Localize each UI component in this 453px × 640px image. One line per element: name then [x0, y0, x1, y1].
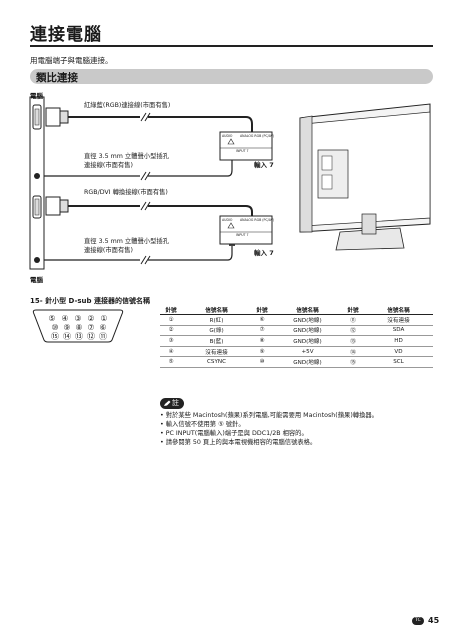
pin-label: ⑮	[51, 332, 59, 341]
tv-terminal-2	[219, 215, 273, 245]
table-cell: ⑩	[251, 356, 273, 368]
table-cell: ⑬	[342, 335, 364, 347]
table-cell: 沒有連接	[182, 346, 251, 358]
audio-cable-1-label-line1: 直徑 3.5 mm 立體聲小型插孔	[84, 153, 169, 160]
note-badge: 註	[160, 398, 184, 409]
column-header: 信號名稱	[273, 305, 342, 315]
title-rule	[30, 45, 433, 47]
table-row: ④ 沒有連接 ⑨ +5V ⑭ VD	[160, 346, 433, 358]
port-analog-1: ANALOG RGB (PC/AV)	[240, 134, 275, 138]
audio-cable-2-label-line2: 連接線(市面有售)	[84, 247, 133, 254]
table-cell: ⑤	[160, 356, 182, 368]
table-cell: R(紅)	[182, 314, 251, 326]
pin-label: ⑬	[75, 332, 83, 341]
table-cell: ⑧	[251, 335, 273, 347]
table-cell: ③	[160, 335, 182, 347]
port-input-1: INPUT 7	[236, 149, 249, 153]
pin-heading: 15- 針小型 D-sub 連接器的信號名稱	[30, 297, 150, 305]
column-header: 針號	[342, 305, 364, 315]
column-header: 針號	[251, 305, 273, 315]
table-cell: 沒有連接	[364, 314, 433, 326]
pc-panel	[29, 96, 45, 270]
table-cell: VD	[364, 346, 433, 358]
pin-label: ③	[74, 314, 81, 323]
list-item: PC INPUT(電腦輸入)端子是與 DDC1/2B 相容的。	[160, 429, 378, 438]
port-audio-2: AUDIO	[222, 218, 233, 222]
table-row: ⑤ CSYNC ⑩ GND(地線) ⑮ SCL	[160, 356, 433, 368]
table-cell: ②	[160, 325, 182, 337]
tv-terminal-1	[219, 131, 273, 161]
table-cell: ⑭	[342, 346, 364, 358]
list-item: 對於某些 Macintosh(蘋果)系列電腦,可能需要用 Macintosh(蘋…	[160, 411, 378, 420]
column-header: 針號	[160, 305, 182, 315]
table-row: ② G(綠) ⑦ GND(地線) ⑫ SDA	[160, 325, 433, 337]
table-cell: SCL	[364, 356, 433, 368]
language-badge: TC	[412, 617, 424, 625]
section-title: 類比連接	[36, 72, 78, 84]
table-cell: GND(地線)	[273, 356, 342, 368]
table-cell: GND(地線)	[273, 325, 342, 337]
list-item: 輸入信號不使用第 ⑤ 號針。	[160, 420, 378, 429]
tv-illustration	[299, 103, 431, 251]
pc-audio-jack-1	[34, 173, 40, 179]
pin-label: ②	[87, 314, 94, 323]
pin-label: ⑤	[48, 314, 55, 323]
pin-label: ⑭	[63, 332, 71, 341]
table-cell: GND(地線)	[273, 335, 342, 347]
section-banner: 類比連接	[30, 69, 433, 84]
intro-text: 用電腦端子與電腦連接。	[30, 56, 113, 65]
input-7-label-1: 輸入 7	[254, 161, 274, 169]
port-audio-1: AUDIO	[222, 134, 233, 138]
table-cell: ⑮	[342, 356, 364, 368]
notes-list: 對於某些 Macintosh(蘋果)系列電腦,可能需要用 Macintosh(蘋…	[160, 411, 378, 447]
table-cell: HD	[364, 335, 433, 347]
column-header: 信號名稱	[182, 305, 251, 315]
pin-label: ⑩	[51, 323, 58, 332]
audio-cable-1-label-line2: 連接線(市面有售)	[84, 162, 133, 169]
port-input-2: INPUT 7	[236, 233, 249, 237]
note-label: 註	[172, 399, 179, 407]
table-cell: CSYNC	[182, 356, 251, 368]
page-number: 45	[428, 616, 440, 625]
pin-label: ⑪	[99, 332, 107, 341]
pin-label: ⑨	[63, 323, 70, 332]
connection-diagram	[29, 96, 431, 270]
pin-label: ①	[100, 314, 107, 323]
signal-table: 針號 信號名稱 針號 信號名稱 針號 信號名稱 ① R(紅) ⑥ GND(地線)…	[160, 305, 433, 368]
table-header-row: 針號 信號名稱 針號 信號名稱 針號 信號名稱	[160, 305, 433, 315]
table-cell: ①	[160, 314, 182, 326]
pin-label: ⑧	[75, 323, 82, 332]
page-title: 連接電腦	[30, 25, 102, 45]
table-cell: GND(地線)	[273, 314, 342, 326]
audio-cable-2-label-line1: 直徑 3.5 mm 立體聲小型插孔	[84, 238, 169, 245]
pencil-icon	[164, 400, 171, 406]
pc-label-top: 電腦	[30, 92, 43, 100]
pc-audio-jack-2	[34, 257, 40, 263]
table-row: ① R(紅) ⑥ GND(地線) ⑪ 沒有連接	[160, 314, 433, 326]
table-cell: ④	[160, 346, 182, 358]
table-cell: ⑪	[342, 314, 364, 326]
pin-label: ⑫	[87, 332, 95, 341]
table-cell: SDA	[364, 325, 433, 337]
pin-label: ④	[61, 314, 68, 323]
table-cell: G(綠)	[182, 325, 251, 337]
pin-label: ⑥	[99, 323, 106, 332]
table-cell: ⑦	[251, 325, 273, 337]
column-header: 信號名稱	[364, 305, 433, 315]
pc-label-bottom: 電腦	[30, 276, 43, 284]
table-cell: ⑫	[342, 325, 364, 337]
table-cell: ⑥	[251, 314, 273, 326]
table-cell: +5V	[273, 346, 342, 358]
port-analog-2: ANALOG RGB (PC/AV)	[240, 218, 275, 222]
dsub-connector-diagram: ⑤ ④ ③ ② ① ⑩ ⑨ ⑧ ⑦ ⑥ ⑮ ⑭ ⑬ ⑫ ⑪	[32, 309, 124, 343]
table-cell: B(藍)	[182, 335, 251, 347]
table-cell: ⑨	[251, 346, 273, 358]
list-item: 請參閱第 50 頁上的與本電視機相容的電腦信號表格。	[160, 438, 378, 447]
input-7-label-2: 輸入 7	[254, 249, 274, 257]
table-row: ③ B(藍) ⑧ GND(地線) ⑬ HD	[160, 335, 433, 347]
rgb-dvi-cable-label: RGB/DVI 轉換接線(市面有售)	[84, 189, 168, 196]
rgb-cable-label: 紅綠藍(RGB)連接線(市面有售)	[84, 102, 171, 109]
pin-label: ⑦	[87, 323, 94, 332]
